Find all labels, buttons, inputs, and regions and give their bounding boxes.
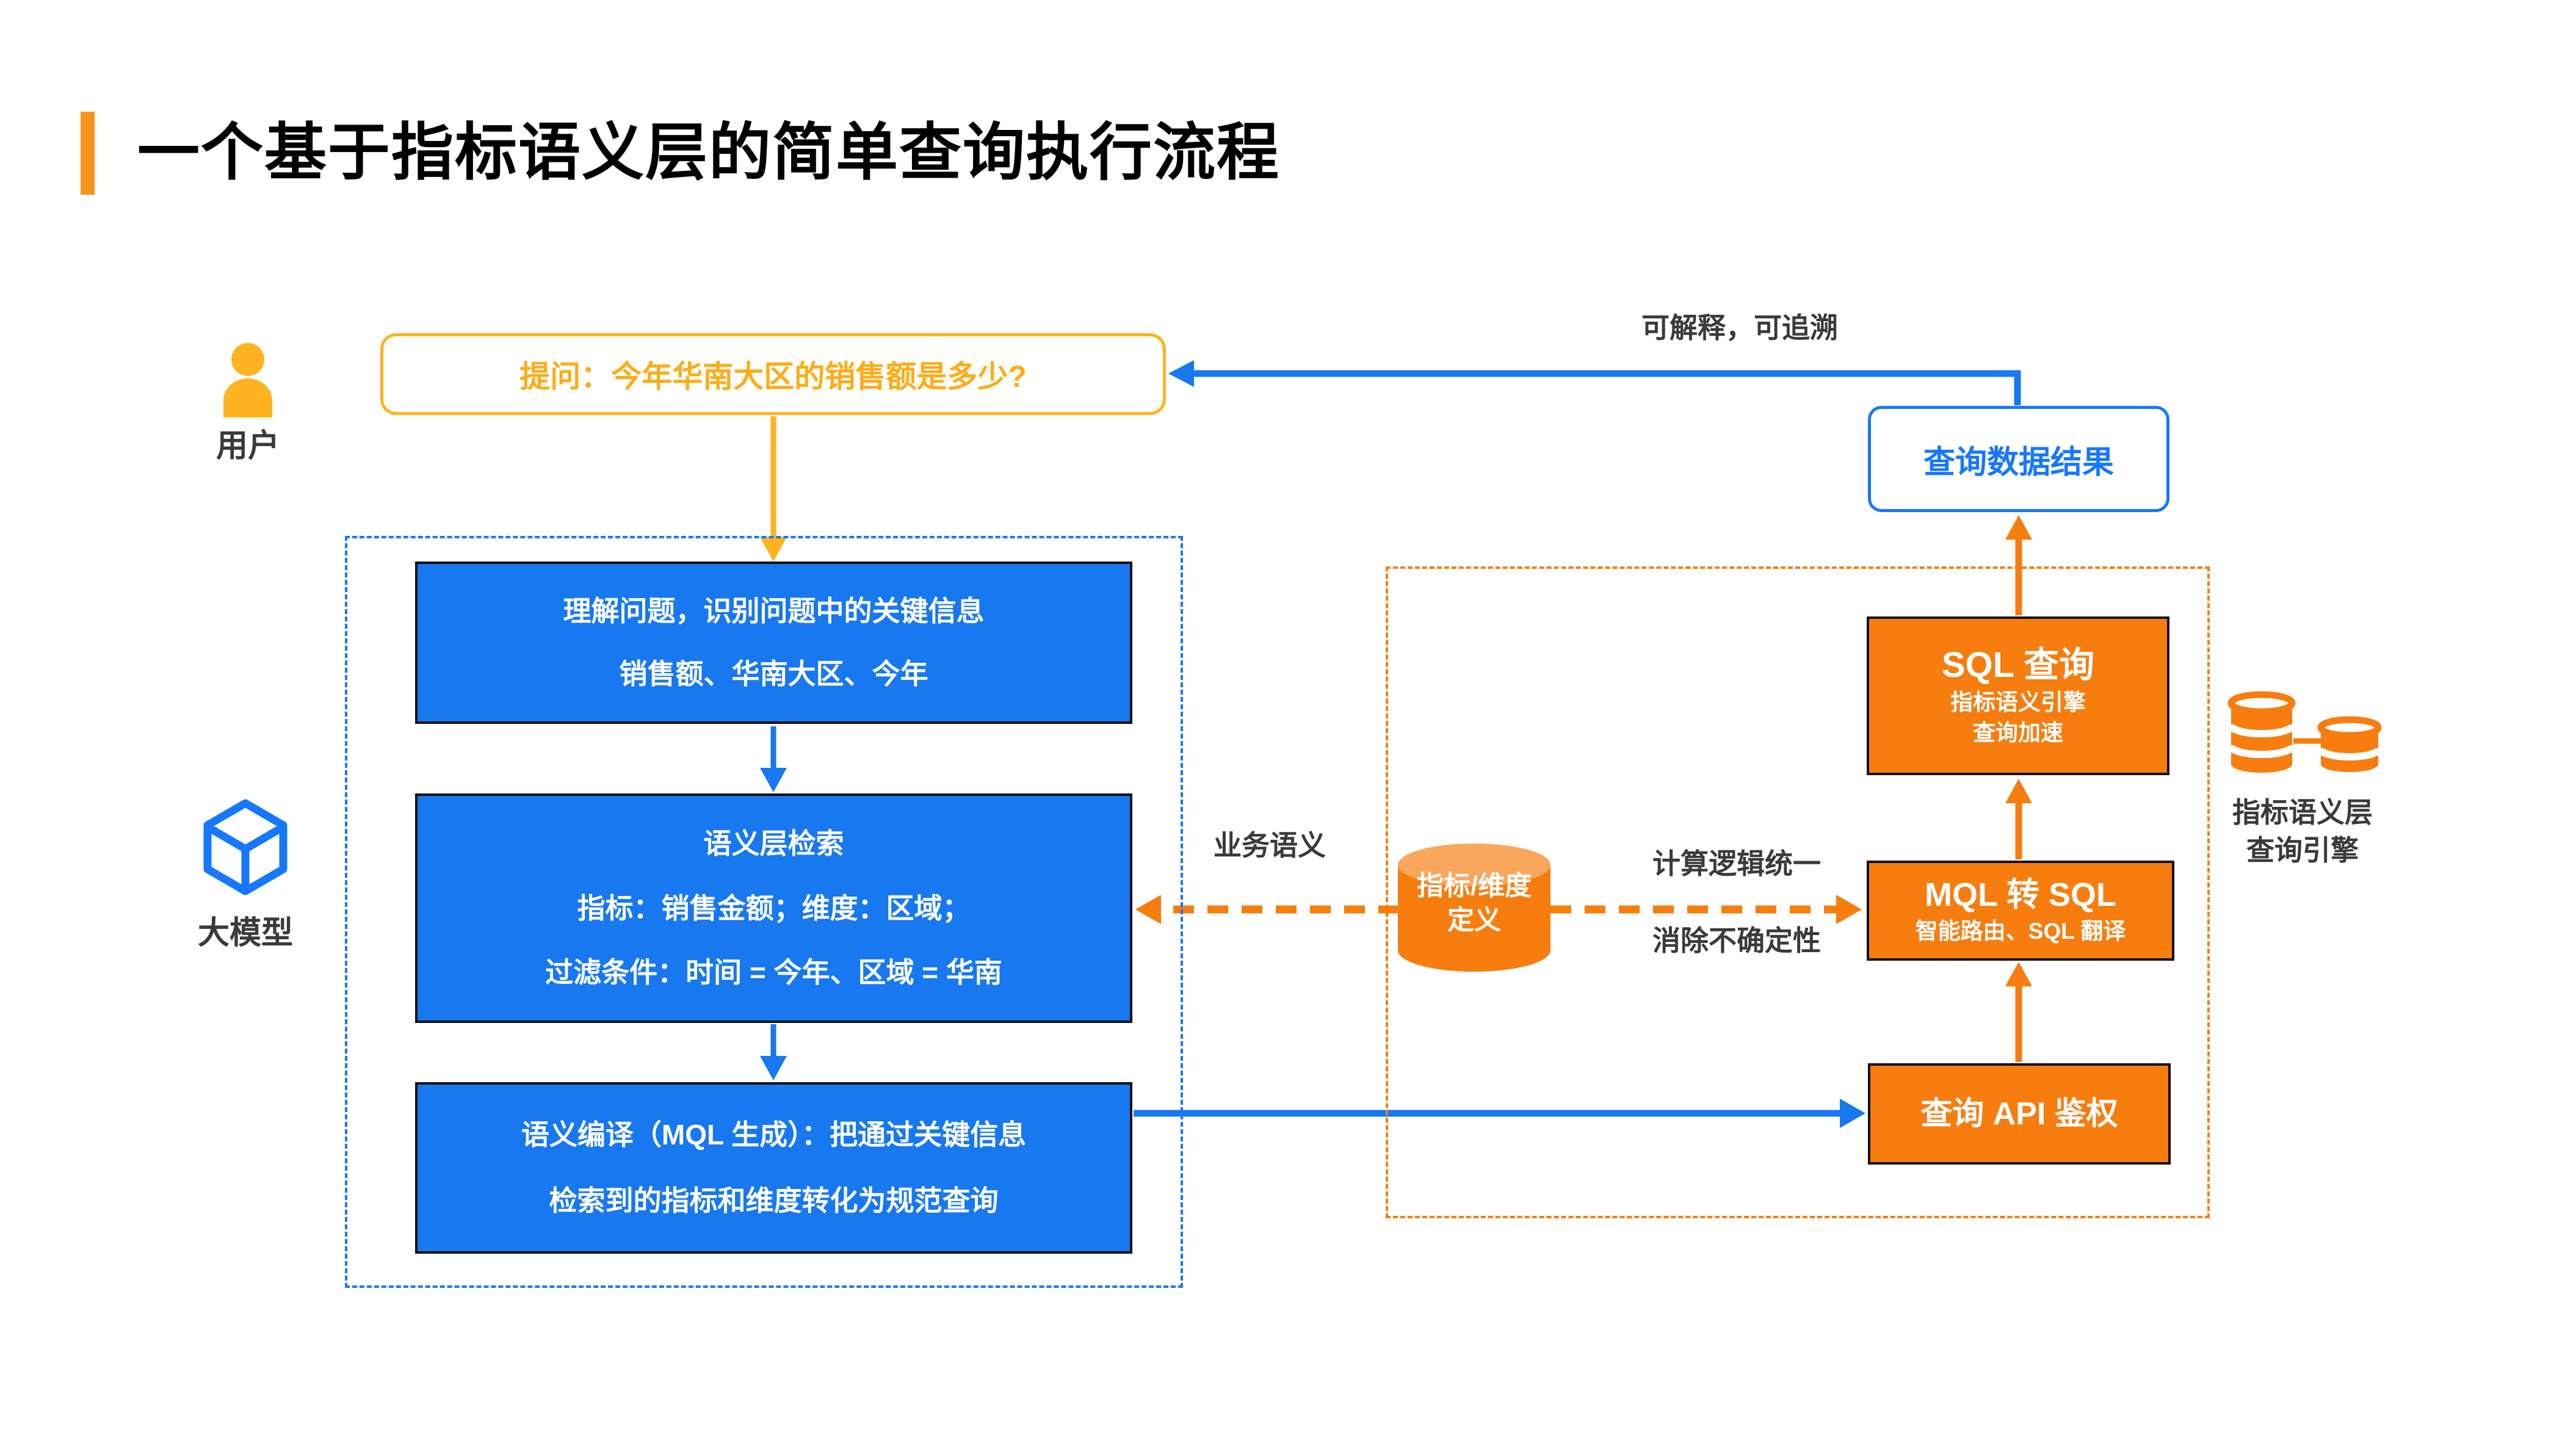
query-engine-database-icon: [2226, 691, 2383, 773]
remove-uncertainty-label: 消除不确定性: [1652, 925, 1821, 956]
step-retrieve-line1: 语义层检索: [703, 828, 844, 860]
sql-query-title: SQL 查询: [1941, 645, 2095, 685]
sql-query-line1: 指标语义引擎: [1950, 690, 2086, 715]
step-understand-line2: 销售额、华南大区、今年: [619, 658, 928, 690]
arrow-result-to-user: [1168, 360, 2021, 405]
result-text: 查询数据结果: [1923, 444, 2114, 480]
feedback-label: 可解释，可追溯: [1641, 312, 1838, 344]
llm-cube-icon: [203, 799, 288, 895]
unified-logic-label: 计算逻辑统一: [1652, 848, 1821, 880]
mql-to-sql-box: MQL 转 SQL 智能路由、SQL 翻译: [1867, 861, 2174, 961]
title-accent-bar: [81, 112, 95, 195]
arrow-question-down: [760, 416, 787, 562]
arrow-mql-to-sql: [2005, 779, 2032, 859]
arrow-definitions-to-mql: [1550, 895, 1862, 924]
definitions-line2: 定义: [1447, 905, 1501, 935]
definitions-label: 指标/维度 定义: [1398, 869, 1550, 938]
arrow-step2-step3: [760, 1024, 787, 1080]
step-retrieve-box: 语义层检索 指标：销售金额；维度：区域； 过滤条件：时间 = 今年、区域 = 华…: [415, 793, 1132, 1023]
question-text: 提问：今年华南大区的销售额是多少?: [519, 360, 1027, 394]
page-title: 一个基于指标语义层的简单查询执行流程: [137, 118, 1280, 187]
mql-to-sql-line1: 智能路由、SQL 翻译: [1915, 918, 2126, 944]
step-understand-box: 理解问题，识别问题中的关键信息 销售额、华南大区、今年: [415, 562, 1132, 724]
definitions-cylinder-icon: [1398, 844, 1550, 972]
step-compile-line2: 检索到的指标和维度转化为规范查询: [549, 1185, 999, 1217]
business-semantics-label: 业务语义: [1214, 829, 1326, 861]
arrow-definitions-to-retrieve: [1135, 895, 1399, 924]
llm-container: [345, 536, 1183, 1288]
arrow-sql-to-result: [2005, 515, 2032, 615]
arrow-api-to-mql: [2005, 962, 2032, 1062]
user-icon: [223, 343, 272, 417]
sql-query-box: SQL 查询 指标语义引擎 查询加速: [1867, 616, 2169, 775]
query-engine-line1: 指标语义层: [2232, 797, 2373, 828]
api-auth-title: 查询 API 鉴权: [1920, 1096, 2118, 1132]
semantic-layer-container: [1386, 566, 2210, 1218]
step-retrieve-line3: 过滤条件：时间 = 今年、区域 = 华南: [545, 956, 1002, 988]
arrow-step1-step2: [760, 726, 787, 792]
query-engine-label: 指标语义层 查询引擎: [2180, 793, 2425, 869]
sql-query-line2: 查询加速: [1973, 720, 2063, 746]
result-box: 查询数据结果: [1868, 406, 2169, 512]
api-auth-box: 查询 API 鉴权: [1868, 1063, 2171, 1165]
mql-to-sql-title: MQL 转 SQL: [1924, 876, 2116, 914]
llm-label: 大模型: [197, 916, 293, 951]
question-bubble: 提问：今年华南大区的销售额是多少?: [380, 333, 1166, 415]
user-label: 用户: [215, 428, 280, 464]
definitions-line1: 指标/维度: [1416, 871, 1532, 901]
step-retrieve-line2: 指标：销售金额；维度：区域；: [577, 892, 971, 924]
arrow-compile-to-api: [1134, 1099, 1865, 1128]
step-understand-line1: 理解问题，识别问题中的关键信息: [563, 594, 985, 627]
query-engine-line2: 查询引擎: [2246, 834, 2359, 866]
step-compile-box: 语义编译（MQL 生成）：把通过关键信息 检索到的指标和维度转化为规范查询: [415, 1082, 1132, 1254]
step-compile-line1: 语义编译（MQL 生成）：把通过关键信息: [521, 1118, 1027, 1151]
